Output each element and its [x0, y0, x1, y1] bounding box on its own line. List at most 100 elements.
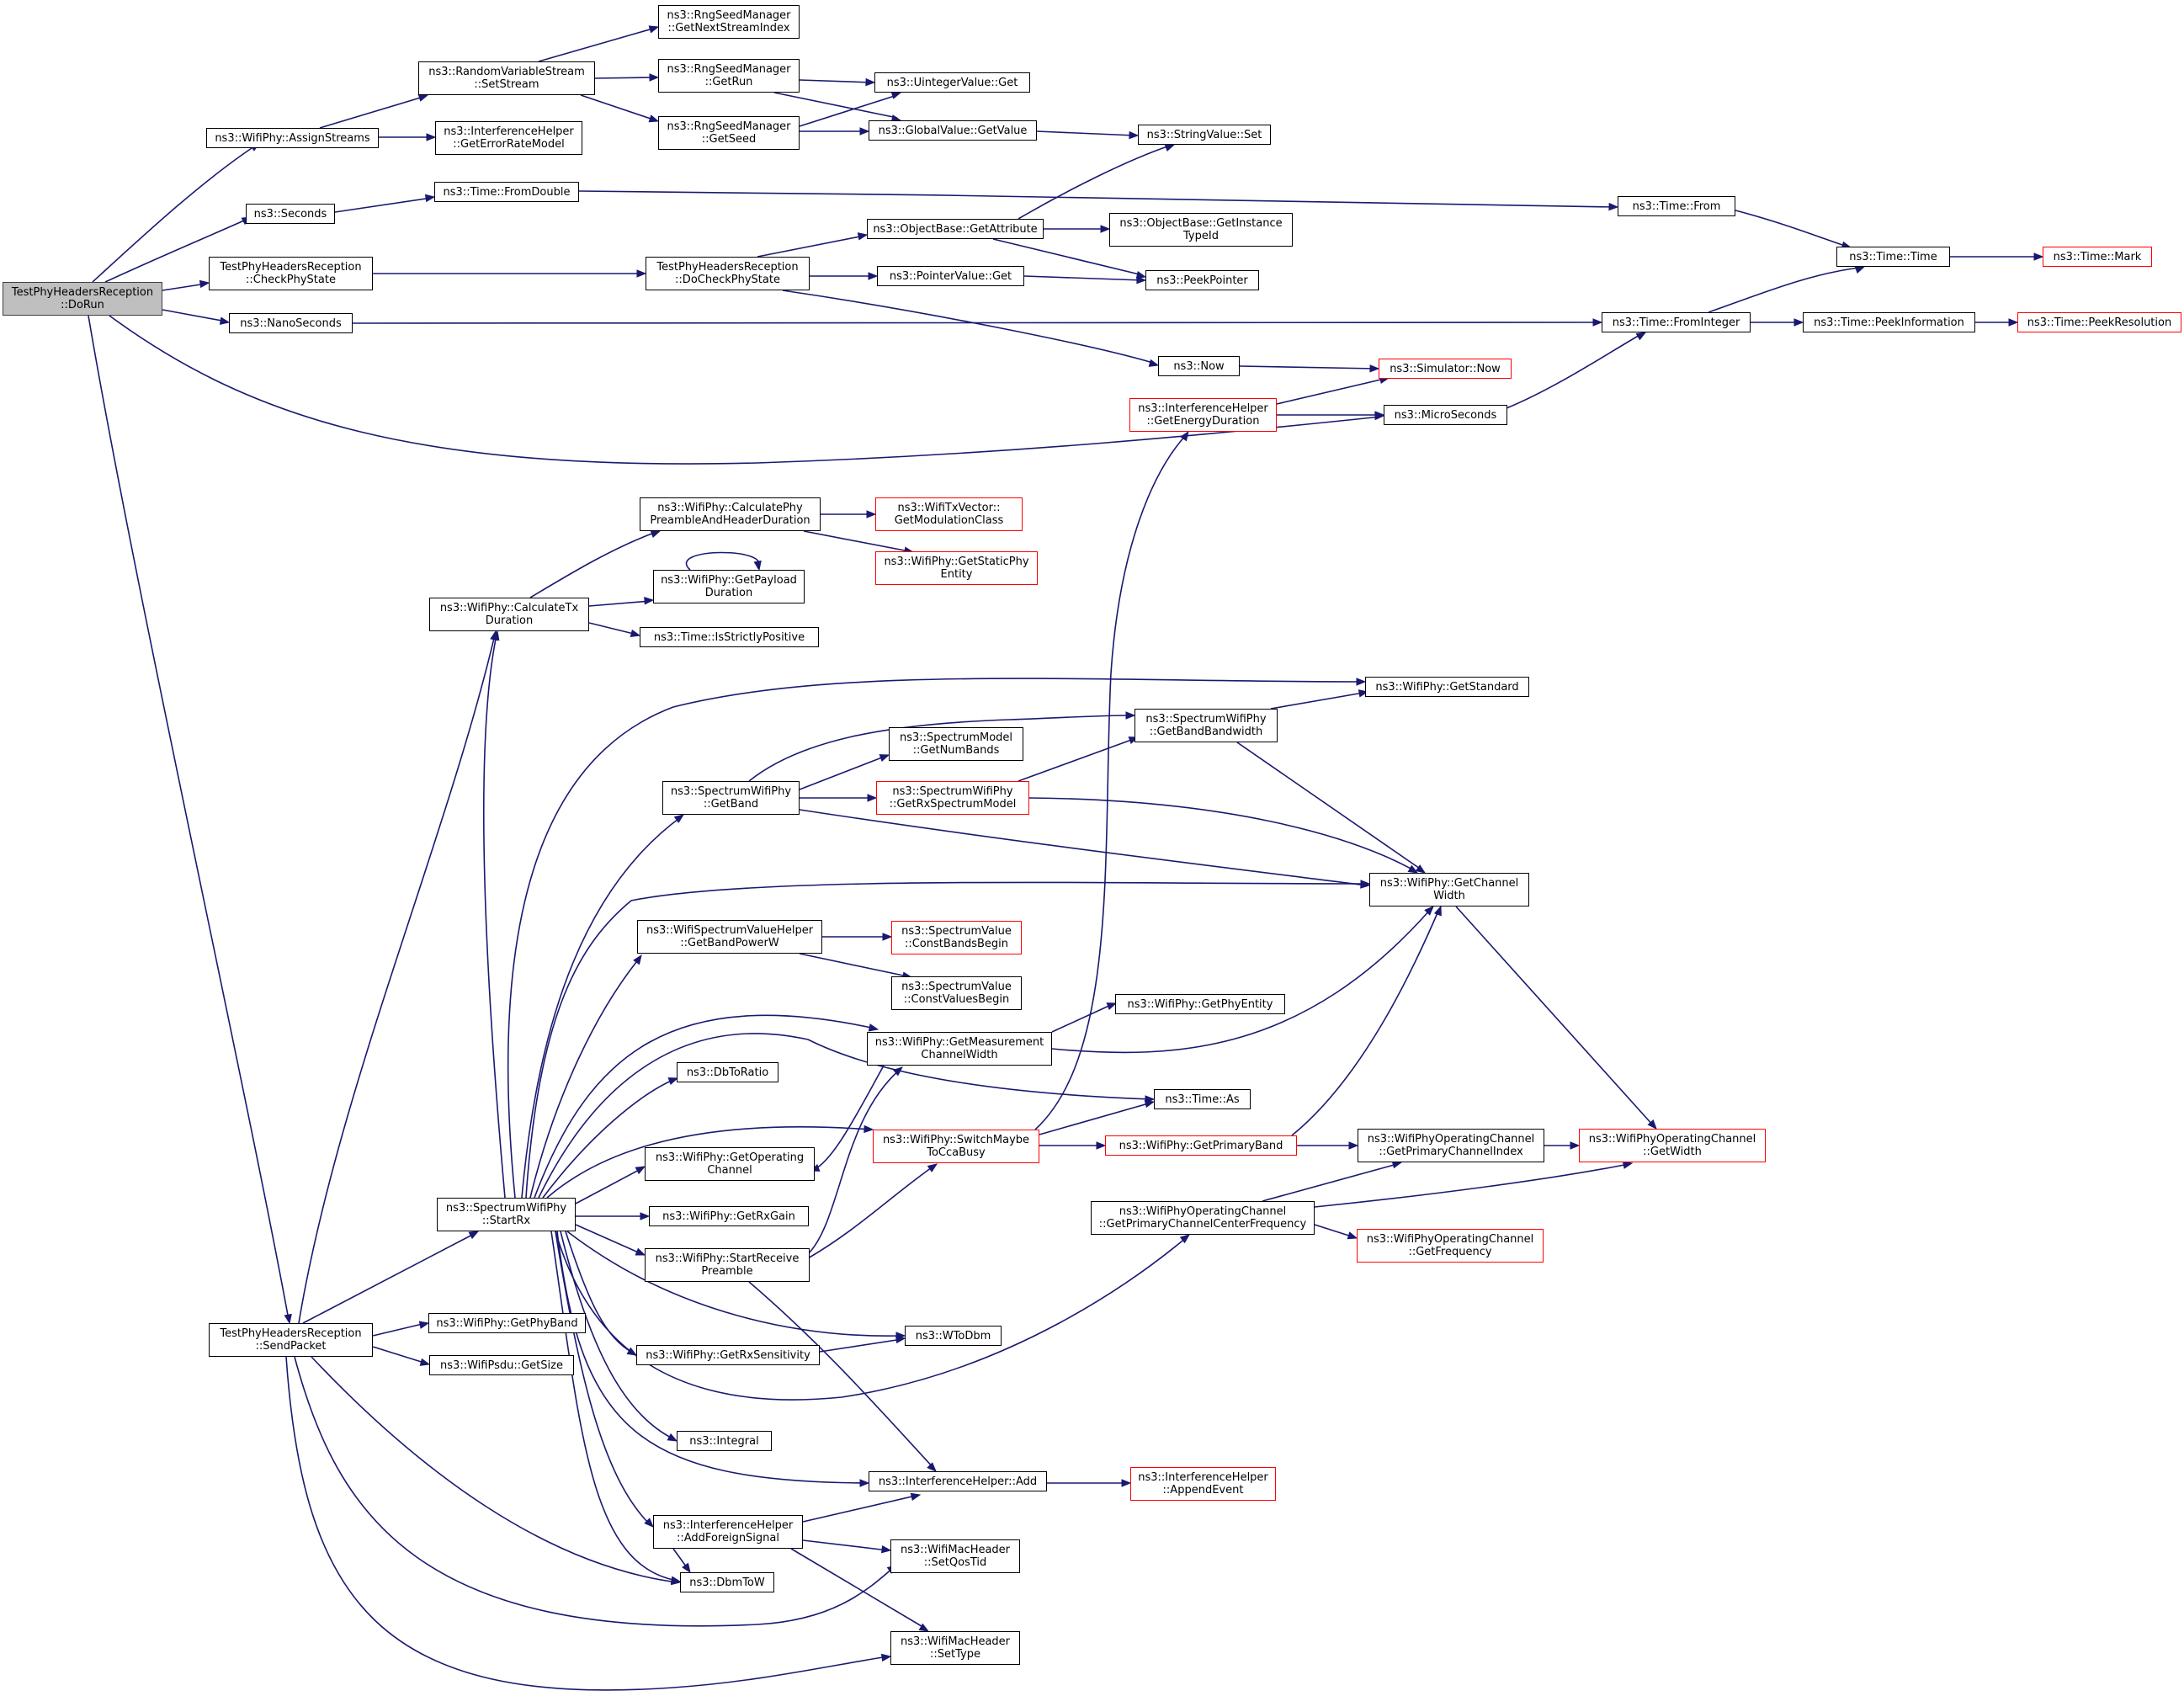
node-getwidth[interactable]: ns3::WifiPhyOperatingChannel::GetWidth — [1579, 1129, 1766, 1162]
node-startrx[interactable]: ns3::SpectrumWifiPhy::StartRx — [437, 1198, 576, 1231]
edge-calcpreamble-getstaticphyentity — [803, 530, 910, 552]
arrowhead-timefromdouble-timefrom — [1608, 202, 1619, 211]
node-timefrom[interactable]: ns3::Time::From — [1618, 196, 1735, 216]
node-globalvaluegetvalue[interactable]: ns3::GlobalValue::GetValue — [869, 120, 1037, 141]
node-stringvalueset[interactable]: ns3::StringValue::Set — [1138, 125, 1271, 145]
node-docheckphystate[interactable]: TestPhyHeadersReception::DoCheckPhyState — [646, 257, 810, 290]
node-nanoseconds[interactable]: ns3::NanoSeconds — [229, 313, 353, 333]
node-getstandard[interactable]: ns3::WifiPhy::GetStandard — [1365, 677, 1529, 697]
node-getsize[interactable]: ns3::WifiPsdu::GetSize — [429, 1355, 574, 1375]
node-ihadd[interactable]: ns3::InterferenceHelper::Add — [869, 1471, 1047, 1491]
node-label-line: ns3::WifiPhy::StartReceive — [655, 1252, 800, 1265]
node-uintegervalueget[interactable]: ns3::UintegerValue::Get — [874, 72, 1030, 93]
node-checkphystate[interactable]: TestPhyHeadersReception::CheckPhyState — [209, 257, 373, 290]
node-simulatornow[interactable]: ns3::Simulator::Now — [1379, 359, 1512, 379]
node-sendpacket[interactable]: TestPhyHeadersReception::SendPacket — [209, 1323, 373, 1357]
node-getbandpowerw[interactable]: ns3::WifiSpectrumValueHelper::GetBandPow… — [637, 920, 822, 954]
node-label-line: ns3::PointerValue::Get — [889, 269, 1012, 283]
node-integral[interactable]: ns3::Integral — [677, 1431, 772, 1451]
node-constvaluesbegin[interactable]: ns3::SpectrumValue::ConstValuesBegin — [891, 976, 1022, 1010]
node-label-line: ns3::InterferenceHelper — [662, 1519, 794, 1532]
node-label-line: ns3::WifiPhy::GetPhyBand — [436, 1316, 578, 1330]
node-wtodbm[interactable]: ns3::WToDbm — [905, 1326, 1002, 1346]
node-assignstreams[interactable]: ns3::WifiPhy::AssignStreams — [206, 128, 379, 148]
node-isstrictlypositive[interactable]: ns3::Time::IsStrictlyPositive — [640, 627, 819, 647]
arrowhead-sendpacket-dbmtow — [670, 1576, 682, 1586]
node-label-line: ::GetFrequency — [1408, 1246, 1492, 1258]
node-timefromdouble[interactable]: ns3::Time::FromDouble — [434, 182, 579, 202]
node-peekpointer[interactable]: ns3::PeekPointer — [1145, 270, 1259, 290]
edge-startrx-wtodbm — [566, 1231, 903, 1337]
node-now[interactable]: ns3::Now — [1158, 356, 1240, 376]
node-getrxgain[interactable]: ns3::WifiPhy::GetRxGain — [649, 1206, 809, 1226]
arrowhead-getattribute-peekpointer — [1135, 271, 1147, 279]
node-getattribute[interactable]: ns3::ObjectBase::GetAttribute — [867, 219, 1044, 239]
edge-startrx-calctxduration — [482, 634, 506, 1199]
node-peekresolution[interactable]: ns3::Time::PeekResolution — [2017, 312, 2181, 332]
node-peekinformation[interactable]: ns3::Time::PeekInformation — [1803, 312, 1975, 332]
node-pointervalueget[interactable]: ns3::PointerValue::Get — [877, 266, 1024, 286]
node-timemark[interactable]: ns3::Time::Mark — [2043, 247, 2152, 267]
node-microseconds[interactable]: ns3::MicroSeconds — [1384, 405, 1507, 425]
arrowhead-startrx-getband — [673, 814, 685, 824]
node-label-line: ns3::RngSeedManager — [667, 9, 791, 22]
edge-calctxduration-getpayloadduration — [588, 600, 651, 607]
node-getprimarychannelindex[interactable]: ns3::WifiPhyOperatingChannel::GetPrimary… — [1358, 1129, 1544, 1162]
node-getnumbands[interactable]: ns3::SpectrumModel::GetNumBands — [889, 727, 1023, 761]
node-getrun[interactable]: ns3::RngSeedManager::GetRun — [658, 59, 800, 93]
node-label-line: Duration — [704, 587, 753, 599]
node-getnextstreamindex[interactable]: ns3::RngSeedManager::GetNextStreamIndex — [658, 5, 800, 39]
node-getmodulationclass[interactable]: ns3::WifiTxVector::GetModulationClass — [875, 497, 1023, 531]
node-label-line: ns3::DbmToW — [689, 1576, 765, 1589]
node-getbandbandwidth[interactable]: ns3::SpectrumWifiPhy::GetBandBandwidth — [1135, 709, 1278, 742]
node-timetime[interactable]: ns3::Time::Time — [1836, 247, 1950, 267]
node-seconds[interactable]: ns3::Seconds — [246, 204, 335, 224]
node-getseed[interactable]: ns3::RngSeedManager::GetSeed — [658, 116, 800, 150]
node-label-line: ns3::WifiPhy::AssignStreams — [215, 131, 370, 145]
node-getfrequency[interactable]: ns3::WifiPhyOperatingChannel::GetFrequen… — [1357, 1229, 1544, 1263]
node-getband[interactable]: ns3::SpectrumWifiPhy::GetBand — [662, 781, 800, 815]
node-dbtoratio[interactable]: ns3::DbToRatio — [677, 1062, 778, 1082]
node-label-line: PreambleAndHeaderDuration — [650, 514, 810, 527]
node-getpccf[interactable]: ns3::WifiPhyOperatingChannel::GetPrimary… — [1091, 1201, 1315, 1235]
node-getphyentity[interactable]: ns3::WifiPhy::GetPhyEntity — [1115, 994, 1285, 1014]
node-label-line: ns3::SpectrumValue — [901, 981, 1012, 993]
node-label-line: ns3::WifiPhy::GetOperating — [655, 1151, 805, 1164]
node-setstream[interactable]: ns3::RandomVariableStream::SetStream — [418, 61, 595, 95]
node-appendevent[interactable]: ns3::InterferenceHelper::AppendEvent — [1130, 1467, 1276, 1501]
node-settype[interactable]: ns3::WifiMacHeader::SetType — [890, 1631, 1020, 1665]
node-fromintegerr[interactable]: ns3::Time::FromInteger — [1602, 312, 1751, 332]
arrowhead-getpccf-getwidth — [1622, 1161, 1634, 1169]
node-getprimaryband[interactable]: ns3::WifiPhy::GetPrimaryBand — [1105, 1135, 1297, 1156]
node-dbmtow[interactable]: ns3::DbmToW — [680, 1572, 774, 1592]
arrowhead-seconds-timefromdouble — [424, 194, 436, 203]
arrowhead-startrx-startreceivepreamble — [635, 1247, 646, 1256]
edge-pointervalueget-peekpointer — [1023, 275, 1144, 281]
edge-addforeignsignal-ihadd — [802, 1495, 917, 1523]
edge-getband-getnumbands — [799, 755, 887, 790]
arrowhead-switchmaybe-getprimaryband — [1096, 1141, 1107, 1150]
node-getenergyduration[interactable]: ns3::InterferenceHelper::GetEnergyDurati… — [1129, 398, 1277, 432]
node-constbandsbegin[interactable]: ns3::SpectrumValue::ConstBandsBegin — [891, 921, 1022, 954]
arrowhead-docheckphystate-pointervalueget — [868, 272, 879, 280]
edge-setstream-getnextstreamindex — [538, 27, 656, 62]
node-timeas[interactable]: ns3::Time::As — [1154, 1089, 1251, 1109]
node-getrxsensitivity[interactable]: ns3::WifiPhy::GetRxSensitivity — [636, 1345, 820, 1365]
node-getphyband[interactable]: ns3::WifiPhy::GetPhyBand — [428, 1313, 586, 1333]
node-setqostid[interactable]: ns3::WifiMacHeader::SetQosTid — [890, 1539, 1020, 1573]
node-addforeignsignal[interactable]: ns3::InterferenceHelper::AddForeignSigna… — [653, 1515, 803, 1549]
edge-docheckphystate-getattribute — [757, 235, 865, 258]
node-label-line: ns3::SpectrumWifiPhy — [892, 785, 1013, 798]
node-geterrorratemodel[interactable]: ns3::InterferenceHelper::GetErrorRateMod… — [435, 121, 582, 155]
node-getrxspectrummodel[interactable]: ns3::SpectrumWifiPhy::GetRxSpectrumModel — [876, 781, 1029, 815]
